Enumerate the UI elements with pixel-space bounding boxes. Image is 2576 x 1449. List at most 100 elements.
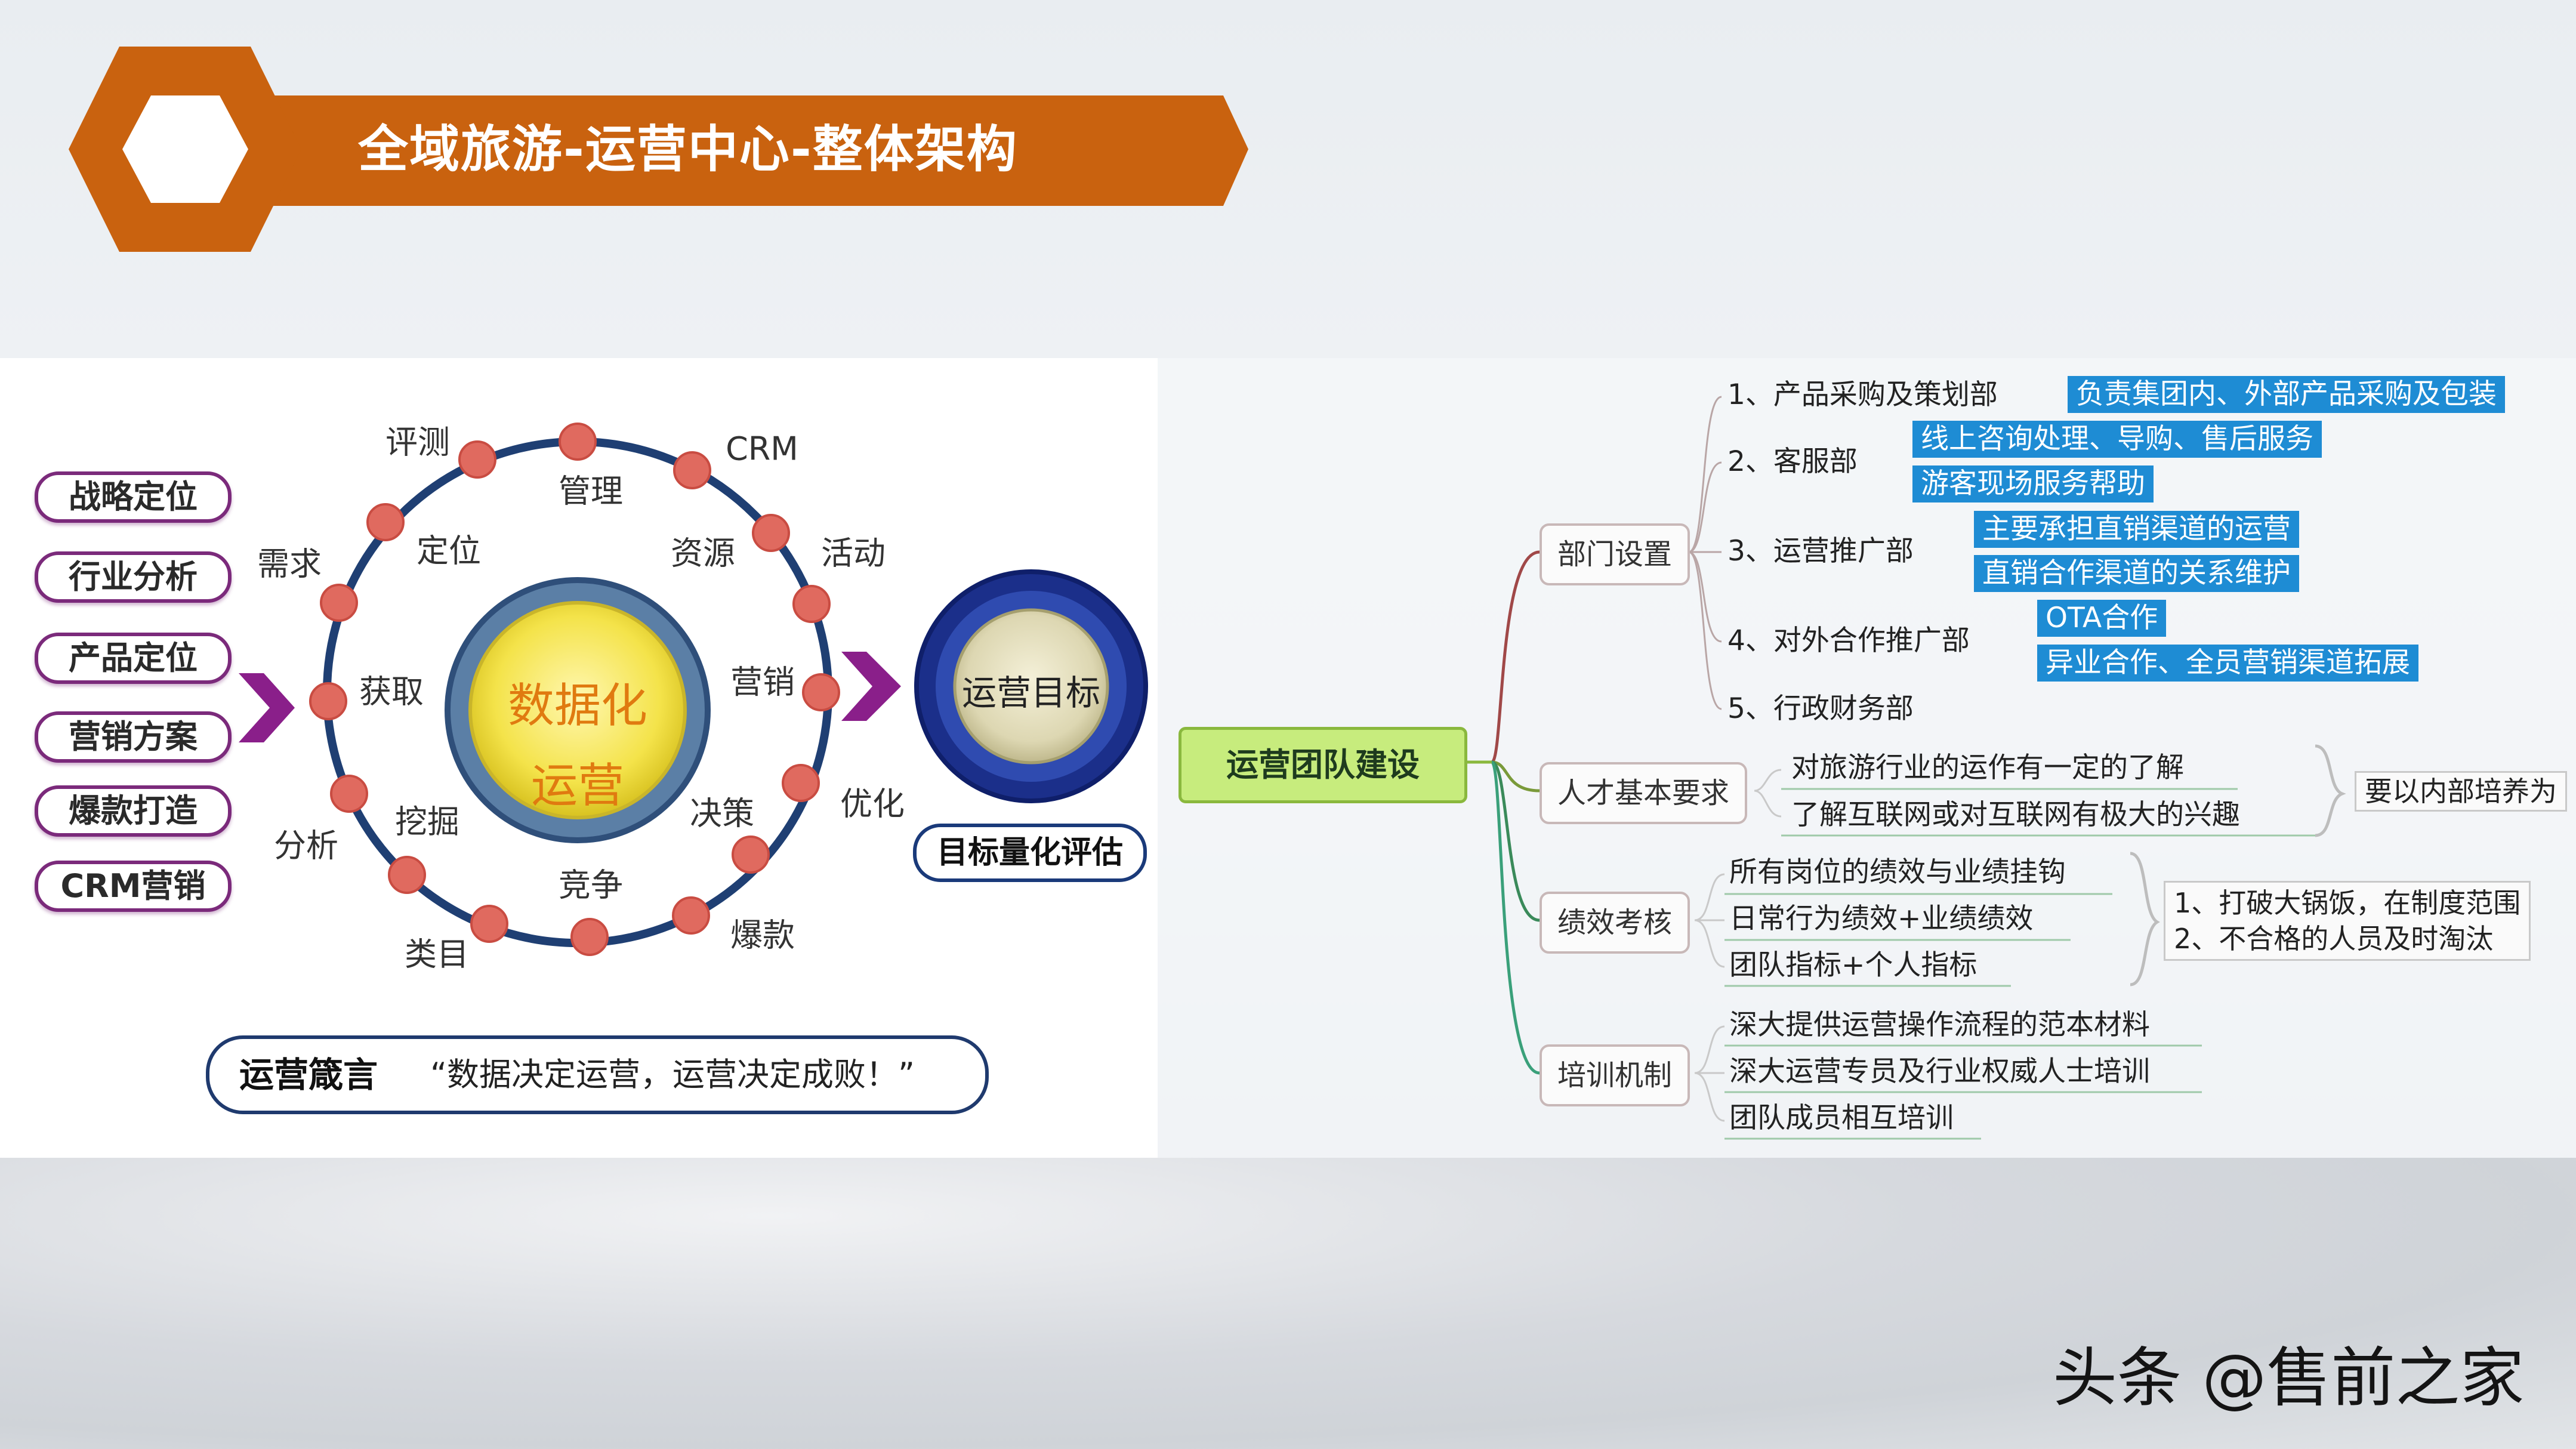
operations-cycle-diagram xyxy=(239,423,1148,956)
ring-dot xyxy=(732,836,770,874)
ring-dot xyxy=(782,764,820,802)
ring-dot xyxy=(802,673,840,711)
pill-industry: 行业分析 xyxy=(35,551,232,603)
ring-label-manage: 管理 xyxy=(559,472,623,510)
dept-detail: 直销合作渠道的关系维护 xyxy=(1974,555,2299,592)
ring-label-decide: 决策 xyxy=(690,794,754,833)
core-text-line1: 数据化 xyxy=(507,679,648,733)
ring-label-acquire: 获取 xyxy=(359,673,424,711)
dept-item-procurement: 1、产品采购及策划部 xyxy=(1727,378,1998,411)
ring-label-marketing: 营销 xyxy=(730,663,795,701)
connector-leaf xyxy=(1754,790,1782,818)
talent-item: 对旅游行业的运作有一定的了解 xyxy=(1791,751,2184,784)
mind-map-root: 运营团队建设 xyxy=(1179,727,1467,803)
dept-item-customer-service: 2、客服部 xyxy=(1727,445,1858,478)
pill-hit: 爆款打造 xyxy=(35,785,232,837)
ring-label-evaluate: 评测 xyxy=(385,423,450,461)
branch-performance: 绩效考核 xyxy=(1540,892,1690,954)
motto-label: 运营箴言 xyxy=(239,1055,378,1095)
ring-dot xyxy=(792,585,831,623)
perf-note: 1、打破大锅饭，在制度范围 xyxy=(2174,887,2521,919)
dept-detail: 主要承担直销渠道的运营 xyxy=(1974,511,2299,548)
connector-dept-item xyxy=(1688,551,1722,643)
hexagon-icon xyxy=(122,95,248,203)
goal-evaluation-label: 目标量化评估 xyxy=(913,824,1147,882)
ring-dot xyxy=(309,682,347,720)
branch-talent-requirements: 人才基本要求 xyxy=(1540,762,1748,824)
connector-leaf xyxy=(1694,1072,1725,1122)
pill-strategy: 战略定位 xyxy=(35,471,232,523)
connector-talent xyxy=(1491,760,1540,793)
connector-train xyxy=(1490,760,1540,1075)
dept-item-partnership: 4、对外合作推广部 xyxy=(1727,624,1970,657)
train-item: 团队成员相互培训 xyxy=(1729,1102,1954,1134)
ring-label-compete: 竞争 xyxy=(559,866,623,904)
connector-dept-item xyxy=(1688,461,1722,553)
ring-label-mine: 挖掘 xyxy=(395,803,459,841)
ring-dot xyxy=(672,896,710,935)
dept-detail: 异业合作、全员营销渠道拓展 xyxy=(2037,645,2418,682)
ring-label-crm: CRM xyxy=(726,430,798,468)
talent-item: 了解互联网或对互联网有极大的兴趣 xyxy=(1791,799,2240,831)
talent-note: 要以内部培养为 xyxy=(2355,771,2567,812)
perf-item: 团队指标+个人指标 xyxy=(1729,949,1977,982)
dept-item-admin-finance: 5、行政财务部 xyxy=(1727,692,1914,725)
core-text-line2: 运营 xyxy=(530,759,625,813)
ring-dot xyxy=(570,918,609,956)
ring-dots xyxy=(309,423,840,956)
connector-leaf xyxy=(1754,769,1782,792)
pill-marketing: 营销方案 xyxy=(35,711,232,763)
pill-product: 产品定位 xyxy=(35,633,232,684)
header-banner xyxy=(0,0,2576,358)
connector-leaf xyxy=(1694,919,1725,968)
connector-leaf xyxy=(1694,1025,1725,1074)
ring-label-position: 定位 xyxy=(417,532,481,570)
banner-ribbon xyxy=(227,95,1248,206)
ring-label-activity: 活动 xyxy=(821,534,886,572)
branch-training: 培训机制 xyxy=(1540,1044,1690,1106)
motto-quote: “数据决定运营，运营决定成败！” xyxy=(430,1056,915,1093)
ring-label-resource: 资源 xyxy=(671,534,735,572)
connector-leaf xyxy=(1694,873,1725,921)
ring-dot xyxy=(470,905,508,943)
connector-dept-item xyxy=(1688,396,1722,553)
ring-dot xyxy=(752,514,790,552)
ring-dot xyxy=(330,775,368,813)
dept-detail: 负责集团内、外部产品采购及包装 xyxy=(2068,376,2505,413)
arrow-icon xyxy=(239,652,901,742)
watermark: 头条 @售前之家 xyxy=(2053,1341,2525,1416)
ring-label-demand: 需求 xyxy=(257,545,322,583)
ring-label-hit: 爆款 xyxy=(730,916,795,954)
ring-dot xyxy=(388,856,426,894)
goal-circle xyxy=(953,608,1109,764)
connector-perf xyxy=(1491,760,1540,922)
ring-label-optimize: 优化 xyxy=(840,785,905,823)
ring-dot xyxy=(559,423,597,461)
dept-detail: 线上咨询处理、导购、售后服务 xyxy=(1912,421,2322,458)
dept-item-promotion: 3、运营推广部 xyxy=(1727,535,1914,568)
connector-dept xyxy=(1490,550,1540,764)
ring-dot xyxy=(673,451,711,489)
connector-dept-item xyxy=(1688,551,1722,710)
motto-box: 运营箴言 “数据决定运营，运营决定成败！” xyxy=(206,1035,989,1114)
perf-note: 2、不合格的人员及时淘汰 xyxy=(2174,923,2494,955)
perf-note-box: 1、打破大锅饭，在制度范围 2、不合格的人员及时淘汰 xyxy=(2164,881,2531,961)
dept-detail: 游客现场服务帮助 xyxy=(1912,465,2154,502)
ring-dot xyxy=(366,503,405,541)
train-item: 深大提供运营操作流程的范本材料 xyxy=(1729,1009,2150,1041)
train-item: 深大运营专员及行业权威人士培训 xyxy=(1729,1055,2150,1088)
background-landscape xyxy=(0,1158,2576,1449)
brace-icon xyxy=(2130,744,2346,986)
core-circle xyxy=(468,601,687,819)
mind-map-connectors xyxy=(1461,396,2346,1140)
dept-detail: OTA合作 xyxy=(2037,600,2167,637)
leaf-underlines xyxy=(1724,788,2315,1140)
page-title: 全域旅游-运营中心-整体架构 xyxy=(358,120,1018,178)
branch-department-setup: 部门设置 xyxy=(1540,523,1690,585)
ring-label-category: 类目 xyxy=(405,935,469,973)
ring-dot xyxy=(320,584,358,622)
pill-crm: CRM营销 xyxy=(35,861,232,912)
perf-item: 所有岗位的绩效与业绩挂钩 xyxy=(1729,856,2066,889)
perf-item: 日常行为绩效+业绩绩效 xyxy=(1729,902,2034,935)
ring-dot xyxy=(458,440,496,479)
